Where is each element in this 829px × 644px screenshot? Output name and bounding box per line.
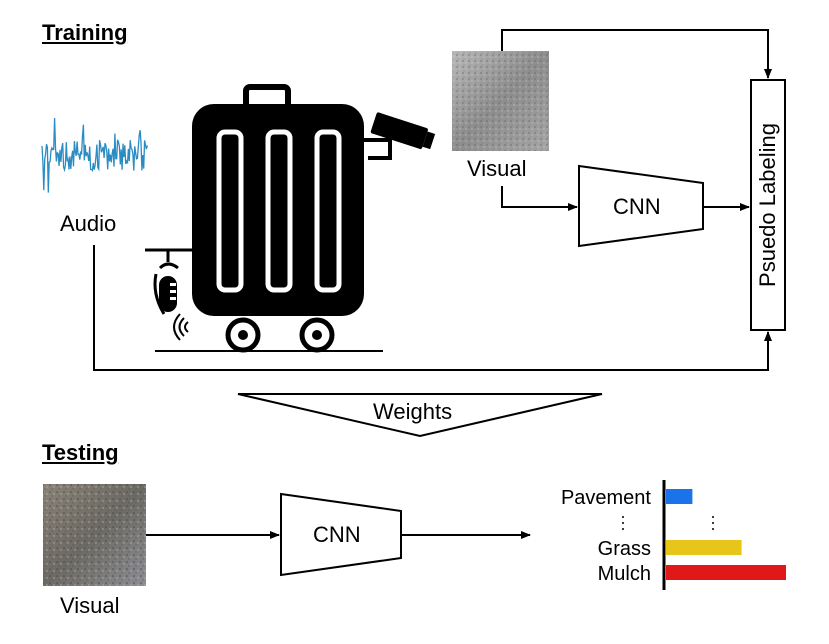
training-visual-image	[452, 51, 549, 151]
output-bar-chart	[622, 480, 786, 590]
weights-funnel	[237, 393, 603, 438]
bar-pavement	[666, 489, 693, 504]
training-connectors	[93, 29, 772, 371]
suitcase-robot-icon	[155, 84, 383, 353]
camera-icon	[364, 112, 436, 160]
audio-label: Audio	[60, 211, 117, 236]
category-label-pavement: Pavement	[560, 487, 651, 509]
audio-waveform-icon	[41, 105, 148, 205]
category-label-mulch: Mulch	[597, 563, 651, 585]
weights-label: Weights	[373, 399, 453, 424]
testing-cnn-label: CNN	[313, 522, 361, 547]
sound-waves-icon	[173, 313, 189, 341]
bar-mulch	[666, 565, 786, 580]
microphone-icon	[145, 248, 192, 315]
training-title: Training	[42, 20, 128, 45]
training-cnn-block	[578, 164, 704, 248]
testing-cnn-block	[280, 492, 402, 577]
testing-title: Testing	[42, 440, 119, 465]
ellipsis-dots	[622, 516, 714, 530]
bar-grass	[666, 540, 742, 555]
pseudo-labeling-label: Psuedo Labeling	[755, 123, 780, 287]
training-visual-label: Visual	[467, 156, 527, 181]
category-label-grass: Grass	[597, 538, 651, 560]
pseudo-labeling-box	[750, 79, 786, 331]
testing-visual-image	[43, 484, 146, 586]
testing-visual-label: Visual	[60, 593, 120, 618]
training-cnn-label: CNN	[613, 194, 661, 219]
